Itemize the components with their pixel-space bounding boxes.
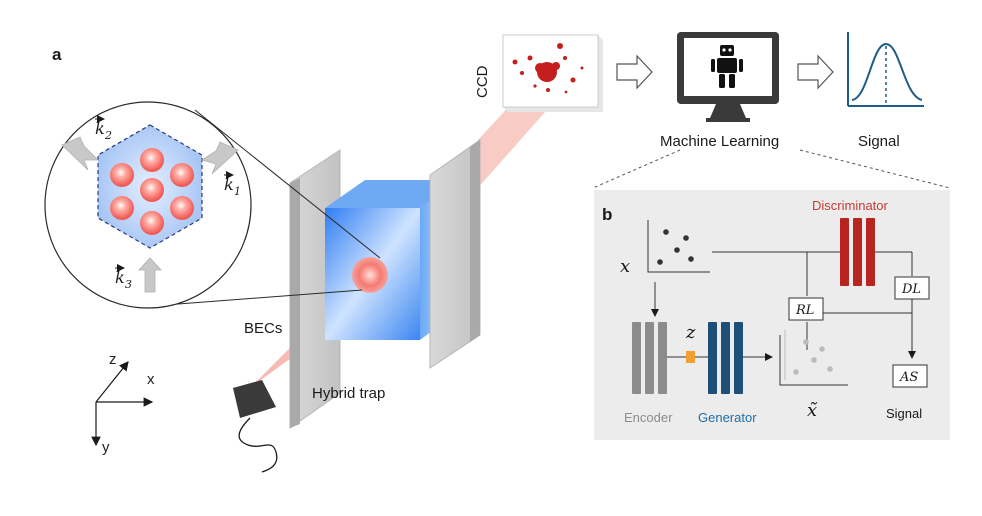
as-label: AS [899, 370, 918, 385]
signal-plot [847, 32, 924, 107]
k3-label: k 3 [115, 264, 132, 291]
discriminator-block [840, 218, 875, 286]
generator-label: Generator [698, 410, 757, 425]
discriminator-label: Discriminator [812, 198, 889, 213]
fiber-cable [238, 417, 278, 473]
lattice-spots [110, 148, 194, 235]
generator-block [708, 322, 743, 394]
svg-text:3: 3 [125, 278, 132, 291]
axis-x: x [147, 371, 155, 388]
panel-b-label: b [602, 205, 612, 224]
panel-a-label: a [52, 45, 62, 64]
input-scatter [647, 220, 710, 273]
machine-learning-label: Machine Learning [660, 133, 779, 150]
z-variable: z [685, 322, 696, 343]
encoder-block [632, 322, 667, 394]
svg-text:1: 1 [234, 185, 241, 198]
svg-text:k: k [95, 119, 105, 138]
right-plate-edge [470, 140, 480, 342]
latent-z-block [686, 351, 695, 363]
bec-sphere [352, 257, 388, 293]
flow-arrow-2 [797, 54, 834, 90]
cube-top [325, 180, 460, 208]
reconstructed-scatter [779, 330, 848, 386]
fiber-coupler [233, 380, 276, 418]
hybrid-trap-label: Hybrid trap [312, 385, 385, 402]
robot-icon [711, 45, 743, 88]
dl-label: DL [901, 282, 921, 297]
left-plate-edge [290, 178, 300, 428]
ccd-camera [502, 34, 603, 112]
rl-label: RL [795, 303, 814, 318]
signal-label-bottom: Signal [886, 406, 922, 421]
magnifier-line-bottom [164, 289, 363, 306]
x-variable: x [620, 256, 630, 277]
axis-z: z [109, 351, 117, 368]
panel-b-background [594, 190, 950, 440]
k1-arrow [201, 141, 239, 175]
dl-box [894, 276, 930, 300]
k2-arrow [61, 136, 99, 171]
svg-text:k: k [115, 268, 125, 287]
encoder-label: Encoder [624, 410, 673, 425]
x-tilde-variable: x̃ [807, 400, 818, 421]
as-box [892, 364, 928, 388]
zoom-line-right [799, 149, 951, 189]
svg-text:k: k [224, 175, 234, 194]
k3-arrow [138, 257, 162, 293]
flow-arrow-1 [616, 54, 653, 90]
rl-box [788, 297, 824, 321]
axis-y: y [102, 439, 110, 456]
signal-label-top: Signal [858, 133, 900, 150]
k1-label: k 1 [224, 171, 241, 198]
becs-label: BECs [244, 320, 282, 337]
coordinate-axes: z x y [91, 351, 155, 456]
svg-text:2: 2 [104, 129, 112, 142]
magnifier-line-top [194, 109, 381, 259]
k2-label: k 2 [95, 115, 112, 142]
zoom-line-left [592, 149, 681, 189]
ccd-speckle [512, 43, 584, 94]
ccd-label: CCD [474, 65, 491, 98]
